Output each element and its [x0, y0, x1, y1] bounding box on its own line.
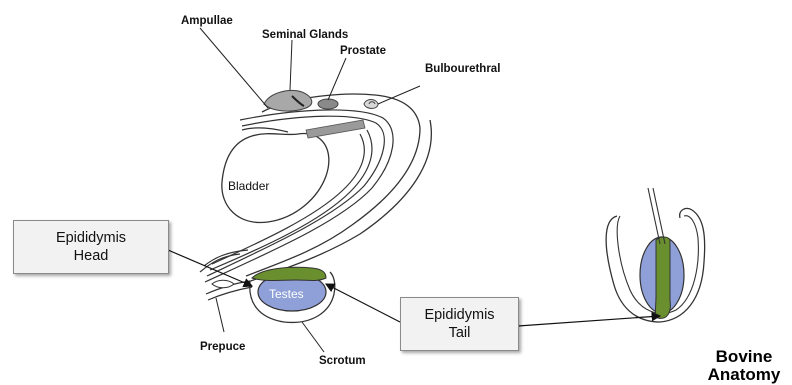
prostate-label: Prostate: [340, 45, 386, 57]
seminal-glands-label: Seminal Glands: [262, 29, 348, 41]
gland-strip: [306, 120, 365, 138]
epididymis-tail-line2: Tail: [401, 324, 518, 342]
title-line2: Anatomy: [700, 366, 788, 384]
tail-arrow-left: [326, 284, 400, 322]
bulbourethral-label: Bulbourethral: [425, 63, 500, 75]
title-line1: Bovine: [700, 348, 788, 366]
head-arrow: [168, 250, 252, 286]
ampullae-leader: [200, 28, 268, 108]
prepuce-label: Prepuce: [200, 341, 245, 353]
bladder-neck: [242, 128, 288, 132]
prepuce-leader: [216, 298, 224, 332]
ampullae-label: Ampullae: [181, 15, 233, 27]
spermatic-cord: [648, 188, 665, 244]
prepuce-tip: [212, 280, 234, 288]
prepuce-fold-3: [208, 287, 252, 300]
bladder-shape: [222, 133, 329, 222]
tail-arrow-right: [518, 316, 660, 326]
epididymis-head-box: Epididymis Head: [13, 220, 169, 274]
epididymis-tail-line1: Epididymis: [401, 306, 518, 324]
scrotum-leader: [302, 322, 324, 352]
bulbourethral-shape: [364, 100, 378, 109]
right-epididymis: [656, 237, 671, 318]
testes-label: Testes: [269, 287, 304, 301]
diagram-title: Bovine Anatomy: [700, 348, 788, 384]
epididymis-head-line2: Head: [14, 247, 168, 265]
seminal-gland-shape: [264, 91, 312, 112]
bladder-label: Bladder: [228, 179, 269, 193]
epididymis-tail-box: Epididymis Tail: [400, 297, 519, 351]
epididymis-head-line1: Epididymis: [14, 229, 168, 247]
scrotum-label: Scrotum: [319, 355, 366, 367]
prostate-shape: [318, 99, 338, 109]
seminal-glands-leader: [290, 40, 292, 90]
